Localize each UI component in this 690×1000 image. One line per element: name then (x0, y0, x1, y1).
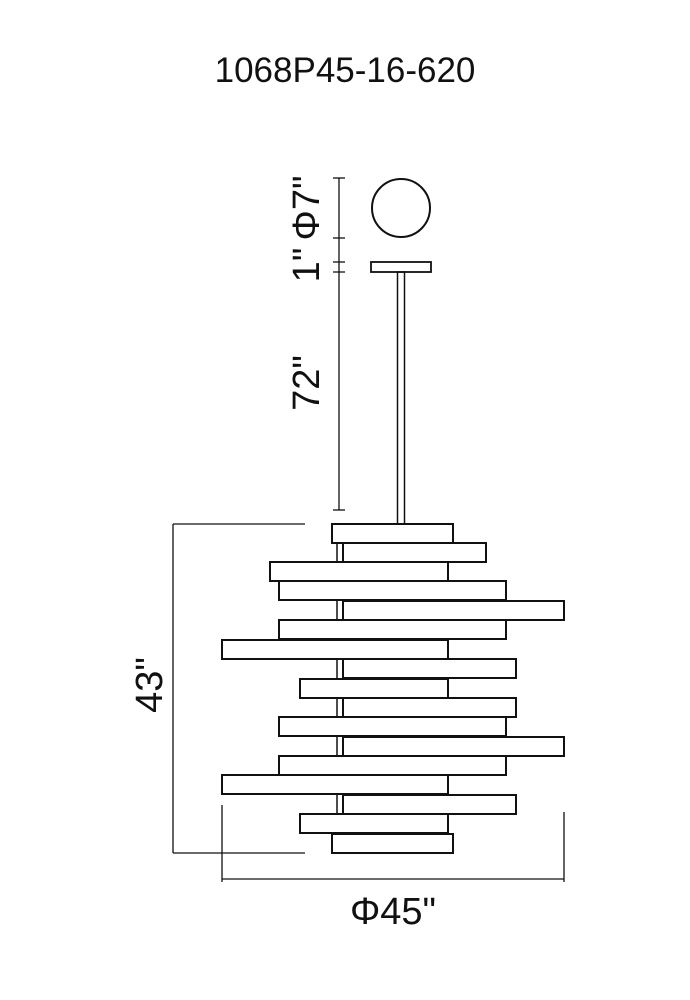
slat (221, 774, 449, 795)
slat (299, 813, 449, 834)
fixture-height-label: 43" (129, 657, 171, 713)
slats (221, 523, 565, 854)
slat (342, 542, 487, 563)
canopy-plate (370, 261, 432, 273)
upper-dimension-line (333, 177, 345, 511)
slat (278, 619, 507, 640)
slat (221, 639, 449, 660)
slat (278, 755, 507, 776)
slat (278, 580, 507, 601)
slat (299, 678, 449, 699)
canopy-top-view (371, 178, 431, 238)
slat (331, 523, 454, 544)
slat (342, 697, 517, 718)
slat (269, 561, 449, 582)
suspension-rod (396, 271, 406, 525)
canopy-diameter-label: Φ7" (286, 176, 328, 241)
fixture-diameter-label: Φ45" (350, 891, 436, 933)
slat (342, 736, 565, 757)
canopy-height-label: 1" (286, 248, 328, 283)
slat (342, 658, 517, 679)
slat (331, 833, 454, 854)
slat (342, 600, 565, 621)
height-dimension-line (172, 523, 305, 854)
model-number-title: 1068P45-16-620 (215, 51, 476, 90)
slat (342, 794, 517, 815)
rod-length-label: 72" (286, 355, 328, 411)
slat (278, 716, 507, 737)
width-dimension-line (221, 805, 565, 882)
